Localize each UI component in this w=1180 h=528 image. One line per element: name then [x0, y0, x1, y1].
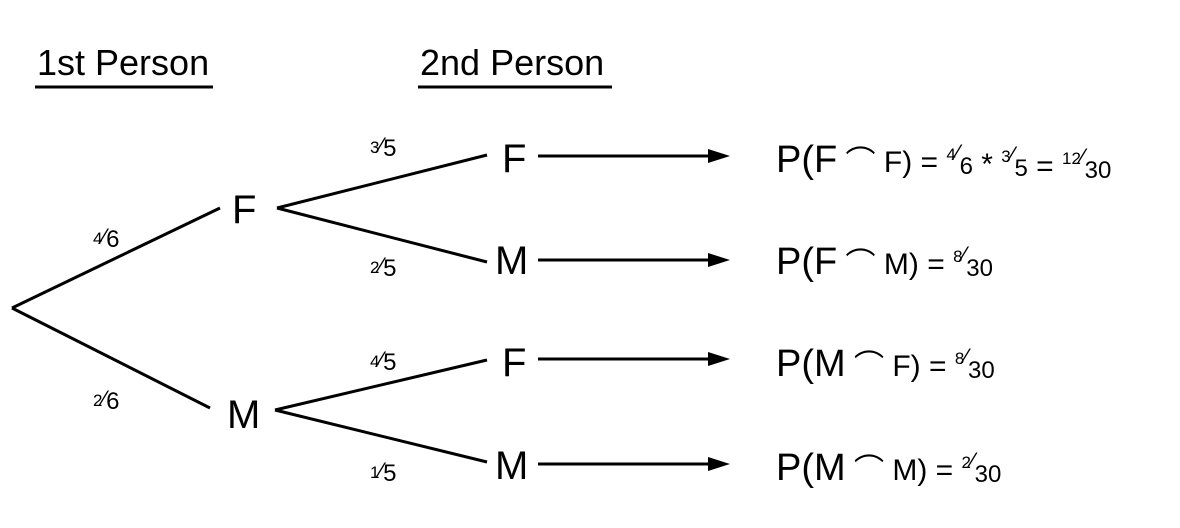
result-ff-open: P(F — [776, 139, 837, 181]
branch-f-to-m — [276, 206, 488, 264]
result-mm-frac-0-num: 2 — [962, 453, 971, 472]
prob-1st-f-den: 6 — [106, 226, 119, 253]
result-fm-frac-0-num: 8 — [953, 247, 962, 266]
prob-fm: 2⁄5 — [370, 253, 397, 282]
result-mf-frac-0-num: 8 — [955, 349, 964, 368]
result-fm-intersect: ⌒ — [837, 248, 884, 281]
arrow-fm-head — [708, 253, 730, 267]
result-ff-frac-0-num: 4 — [946, 145, 955, 164]
node-1st-f: F — [232, 188, 256, 232]
result-ff-op-3: = — [1028, 150, 1062, 183]
result-ff-frac-4-num: 12 — [1062, 149, 1081, 168]
prob-mf: 4⁄5 — [370, 347, 397, 376]
result-mf-close: F) = — [892, 350, 955, 383]
prob-1st-m: 2⁄6 — [93, 386, 120, 415]
result-ff-frac-2-num: 3 — [1001, 147, 1010, 166]
branch-m-to-f — [274, 358, 488, 412]
result-fm-frac-0-den: 30 — [966, 255, 993, 282]
result-mm-intersect: ⌒ — [846, 454, 893, 487]
node-2nd-mf: F — [502, 341, 526, 385]
result-ff-frac-0-den: 6 — [960, 153, 973, 180]
prob-fm-num: 2 — [370, 258, 379, 277]
arrow-mm-head — [708, 457, 730, 471]
node-2nd-ff: F — [502, 137, 526, 181]
prob-1st-m-den: 6 — [106, 388, 119, 415]
prob-ff: 3⁄5 — [370, 133, 397, 162]
arrow-ff — [538, 149, 730, 163]
result-fm-open: P(F — [776, 241, 837, 283]
branch-m-to-m — [274, 408, 488, 464]
result-mf-intersect: ⌒ — [846, 350, 893, 383]
prob-ff-den: 5 — [383, 135, 396, 162]
arrow-mm — [538, 457, 730, 471]
branch-root-to-f — [11, 206, 221, 310]
node-2nd-mm: M — [495, 444, 528, 488]
result-ff-frac-4-den: 30 — [1085, 157, 1112, 184]
prob-1st-f: 4⁄6 — [93, 224, 120, 253]
heading-1st-person-text: 1st Person — [37, 42, 209, 83]
prob-mf-num: 4 — [370, 352, 379, 371]
result-ff-frac-2-den: 5 — [1014, 155, 1027, 182]
arrow-mf — [538, 352, 730, 366]
result-mm-frac-0-den: 30 — [975, 461, 1002, 488]
prob-mf-den: 5 — [383, 349, 396, 376]
heading-1st-person: 1st Person — [35, 42, 213, 89]
result-mm: P(M ⌒ M) = 2⁄30 — [776, 447, 1001, 489]
result-mm-close: M) = — [892, 454, 961, 487]
result-fm-close: M) = — [884, 248, 953, 281]
node-1st-m: M — [227, 393, 260, 437]
prob-1st-f-num: 4 — [93, 229, 102, 248]
prob-mm-den: 5 — [383, 460, 396, 487]
heading-2nd-person-text: 2nd Person — [420, 42, 604, 83]
result-mm-open: P(M — [776, 447, 846, 489]
arrow-mf-head — [708, 352, 730, 366]
prob-mm: 1⁄5 — [370, 458, 397, 487]
arrow-ff-head — [708, 149, 730, 163]
prob-fm-den: 5 — [383, 255, 396, 282]
result-ff-op-1: * — [973, 148, 1001, 181]
result-mf-frac-0-den: 30 — [968, 357, 995, 384]
branch-root-to-m — [11, 306, 211, 410]
result-ff: P(F ⌒ F) = 4⁄6 * 3⁄5 = 12⁄30 — [776, 139, 1111, 184]
result-mf: P(M ⌒ F) = 8⁄30 — [776, 343, 995, 385]
heading-2nd-person: 2nd Person — [418, 42, 612, 89]
branch-f-to-f — [276, 153, 488, 210]
arrow-fm — [538, 253, 730, 267]
prob-mm-num: 1 — [370, 463, 379, 482]
prob-1st-m-num: 2 — [93, 391, 102, 410]
prob-ff-num: 3 — [370, 138, 379, 157]
result-ff-intersect: ⌒ — [837, 146, 884, 179]
node-2nd-fm: M — [495, 239, 528, 283]
result-mf-open: P(M — [776, 343, 846, 385]
result-ff-close: F) = — [884, 146, 947, 179]
result-fm: P(F ⌒ M) = 8⁄30 — [776, 241, 993, 283]
